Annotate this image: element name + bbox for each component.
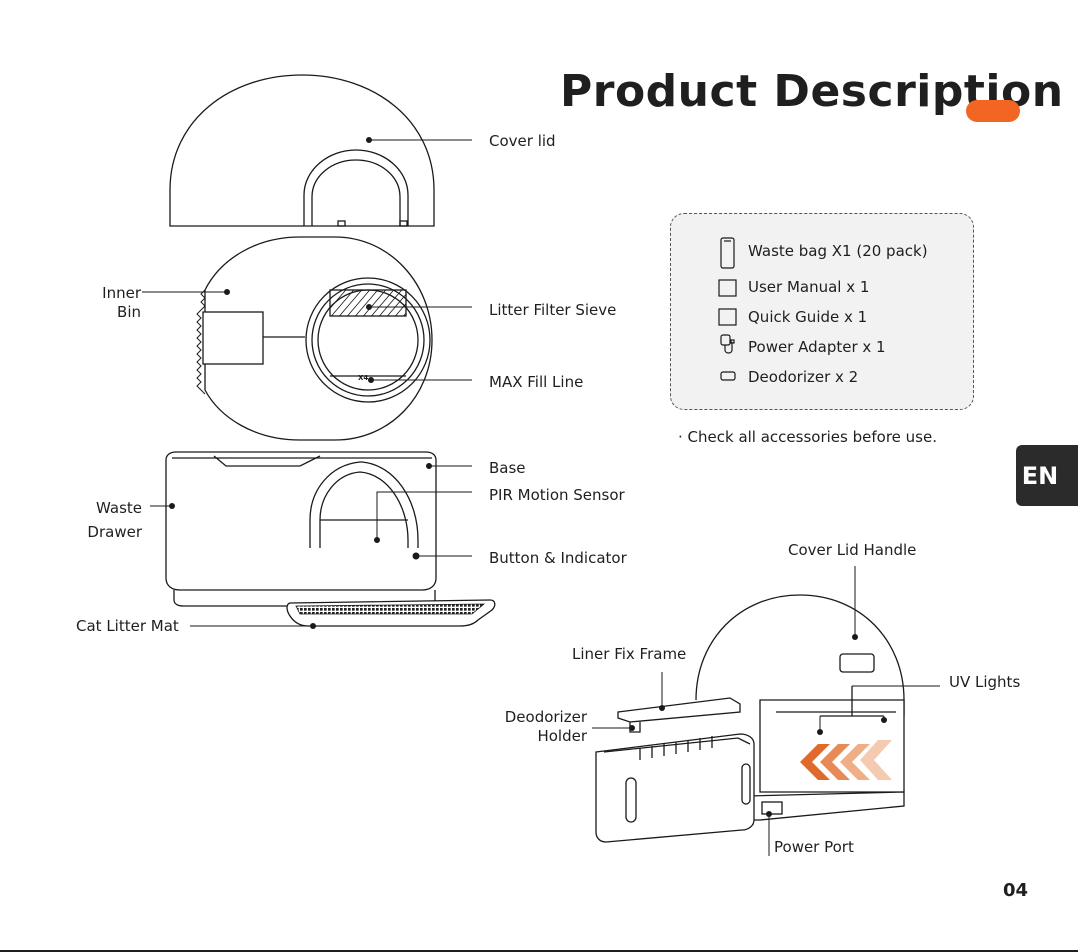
accessory-user-manual: User Manual x 1 (748, 278, 870, 296)
accessories-note: · Check all accessories before use. (678, 428, 937, 446)
bottom-rule (0, 950, 1078, 952)
adapter-icon (720, 334, 735, 354)
label-cat-litter-mat: Cat Litter Mat (76, 617, 179, 635)
manual-icon (718, 279, 737, 297)
language-tab-en[interactable]: EN (1016, 445, 1078, 506)
label-litter-filter-sieve: Litter Filter Sieve (489, 301, 617, 319)
accessory-waste-bag: Waste bag X1 (20 pack) (748, 242, 928, 260)
label-cover-lid: Cover lid (489, 132, 556, 150)
label-base: Base (489, 459, 526, 477)
deodorizer-icon (720, 371, 736, 381)
label-waste-drawer-line1: Waste (96, 499, 142, 517)
label-power-port: Power Port (774, 838, 854, 856)
label-inner-bin-line1: Inner (102, 284, 141, 302)
assembled-unit-drawing (595, 594, 905, 843)
label-max-fill-line: MAX Fill Line (489, 373, 584, 391)
base-drawing (165, 451, 437, 607)
inner-bin-drawing (196, 236, 433, 441)
litter-mat-drawing (286, 599, 496, 627)
accessory-icons (718, 237, 737, 381)
max-fill-mark: X4 (358, 374, 369, 382)
waste-bag-icon (720, 237, 735, 269)
guide-icon (718, 308, 737, 326)
label-uv-lights: UV Lights (949, 673, 1021, 691)
accessory-deodorizer: Deodorizer x 2 (748, 368, 859, 386)
label-inner-bin-line2: Bin (117, 303, 141, 321)
label-pir-motion-sensor: PIR Motion Sensor (489, 486, 625, 504)
title-accent (966, 100, 1020, 122)
accessory-power-adapter: Power Adapter x 1 (748, 338, 886, 356)
cover-lid-drawing (169, 74, 435, 227)
label-cover-lid-handle: Cover Lid Handle (788, 541, 917, 559)
accessory-quick-guide: Quick Guide x 1 (748, 308, 868, 326)
label-waste-drawer-line2: Drawer (87, 523, 142, 541)
label-deodorizer-holder-line2: Holder (537, 727, 587, 745)
label-deodorizer-holder-line1: Deodorizer (504, 708, 587, 726)
label-button-indicator: Button & Indicator (489, 549, 627, 567)
label-liner-fix-frame: Liner Fix Frame (572, 645, 687, 663)
page-number: 04 (1003, 880, 1029, 901)
